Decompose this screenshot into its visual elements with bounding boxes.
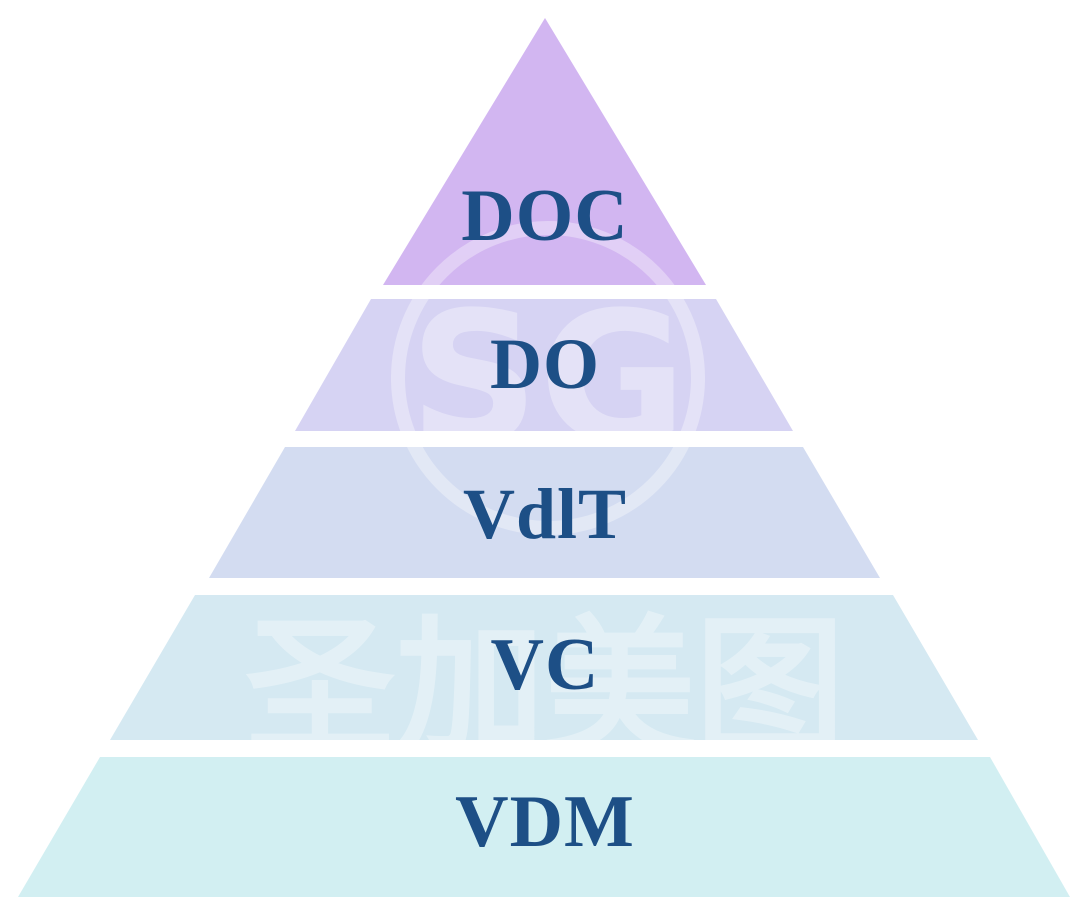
- tier-shape-do: [295, 299, 793, 431]
- watermark-monogram: SG: [409, 274, 686, 483]
- tier-label-vc: VC: [491, 624, 600, 706]
- tier-shape-vdlt: [209, 447, 880, 578]
- watermark-text: 圣加美图: [245, 602, 845, 776]
- tier-shape-vc: [110, 595, 978, 740]
- tier-label-vdlt: VdlT: [463, 474, 627, 554]
- tier-shape-doc: [383, 18, 706, 285]
- watermark-ring: [391, 221, 705, 535]
- tier-label-do: DO: [490, 324, 600, 404]
- tier-label-vdm: VDM: [455, 781, 635, 863]
- watermark: SG 圣加美图: [245, 221, 845, 776]
- tier-label-doc: DOC: [461, 175, 628, 257]
- tier-shape-vdm: [18, 757, 1070, 897]
